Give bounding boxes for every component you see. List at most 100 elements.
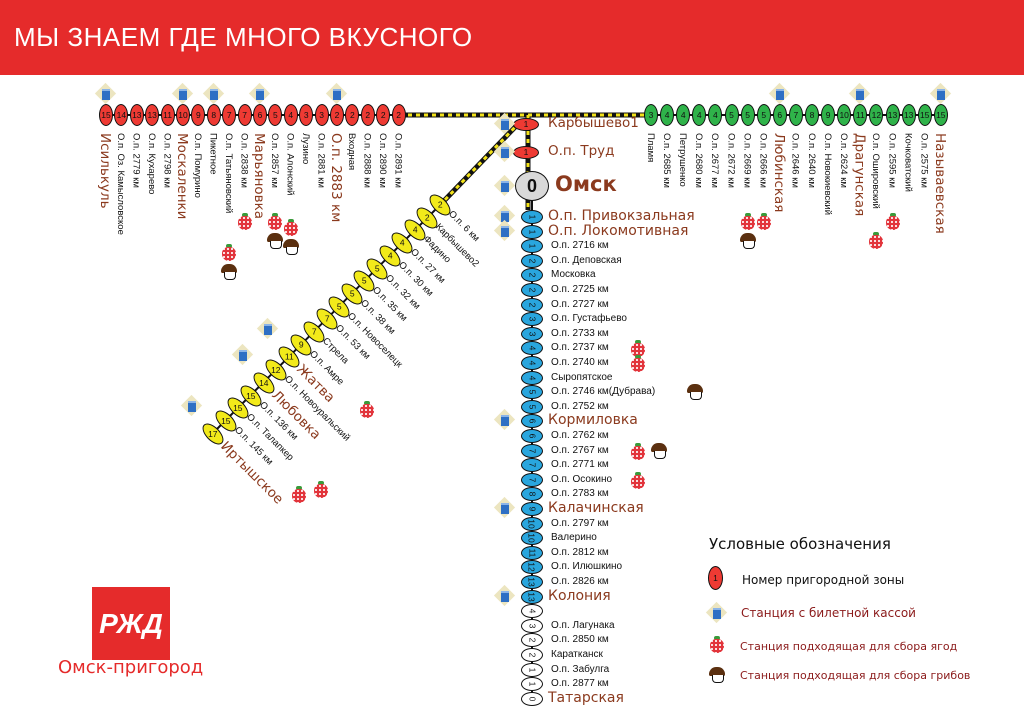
zone-oval: 11	[521, 545, 543, 560]
berry-icon	[313, 481, 328, 499]
berry-icon	[222, 244, 237, 262]
zone-oval: 15	[917, 104, 932, 126]
zone-number: 8	[809, 110, 815, 120]
station-label: О.п. 2680 км	[693, 133, 705, 188]
station-label: О.п. 2727 км	[551, 298, 609, 310]
zone-oval: 13	[129, 104, 144, 126]
berry-icon	[631, 471, 646, 489]
station-label: О.п. 2685 км	[660, 133, 672, 188]
zone-oval: 3	[521, 618, 543, 633]
zone-oval: 1	[513, 117, 539, 131]
station-label: О.п. Татьяновский	[223, 133, 235, 214]
zone-number: 10	[527, 533, 537, 543]
station-label: Петрушенко	[677, 133, 689, 187]
zone-oval: 4	[692, 104, 707, 126]
zone-number-sample: 1	[708, 566, 723, 590]
zone-number: 8	[526, 492, 537, 497]
station-label: О.п. 2838 км	[238, 133, 250, 188]
station-label: О.п. 2890 км	[377, 133, 389, 188]
zone-number: 5	[336, 301, 342, 312]
zone-number: 11	[284, 352, 294, 363]
ticket-office-icon	[203, 84, 225, 104]
zone-number: 3	[526, 331, 537, 337]
zone-number: 4	[526, 608, 537, 614]
zone-number: 0	[526, 696, 537, 702]
zone-number: 13	[903, 110, 914, 120]
berry-icon	[885, 212, 900, 230]
zone-number: 15	[233, 403, 244, 414]
zone-number: 10	[527, 518, 537, 529]
zone-number: 15	[101, 110, 111, 120]
zone-oval: 1	[521, 224, 543, 239]
zone-number: 3	[303, 110, 309, 120]
station-label: Каратканск	[551, 649, 603, 660]
zone-oval: 15	[99, 104, 113, 126]
station-label: О.п. Илюшкино	[551, 561, 623, 573]
zone-number: 1	[523, 147, 529, 157]
station-label: О.п. 2850 км	[551, 634, 609, 646]
berry-icon	[631, 340, 646, 358]
zone-oval: 2	[330, 104, 344, 126]
station-label: О.п. 2666 км	[757, 133, 769, 188]
mushroom-icon	[267, 232, 284, 249]
station-label: Марьяновка	[251, 133, 268, 220]
zone-oval: 4	[521, 370, 543, 385]
zone-oval: 4	[521, 341, 543, 356]
ticket-office-icon	[181, 396, 203, 416]
station-label: Колония	[548, 587, 611, 604]
zone-number: 7	[526, 448, 537, 453]
zone-oval: 11	[853, 104, 868, 126]
station-label: Любинская	[771, 133, 788, 213]
station-label: О.п. 2812 км	[551, 546, 609, 558]
legend-zone: Номер пригородной зоны	[742, 573, 905, 587]
station-label: О.п. 2672 км	[725, 133, 737, 188]
zone-number: 4	[664, 110, 670, 120]
berry-icon	[740, 212, 755, 230]
logo-caption: Омск-пригород	[58, 657, 204, 678]
zone-number: 5	[362, 276, 367, 287]
zone-number: 15	[919, 110, 930, 120]
station-label: Драгунская	[851, 133, 868, 217]
zone-number: 1	[526, 214, 537, 220]
zone-number: 9	[196, 110, 201, 120]
mushroom-icon	[221, 264, 238, 281]
zone-oval: 0	[515, 171, 549, 201]
station-label: О.п. Оширoвский	[870, 133, 882, 209]
zone-oval: 4	[676, 104, 691, 126]
zone-oval: 9	[191, 104, 206, 126]
zone-number: 5	[349, 288, 355, 299]
zone-oval: 12	[869, 104, 884, 126]
zone-number: 6	[777, 110, 783, 120]
zone-oval: 2	[521, 253, 543, 268]
station-label: О.п. 2783 км	[551, 488, 609, 500]
berry-icon	[710, 636, 724, 653]
zone-number: 7	[311, 327, 317, 338]
zone-oval: 1	[521, 239, 543, 254]
zone-number: 17	[208, 428, 218, 439]
zone-oval: 11	[160, 104, 175, 126]
zone-number: 13	[147, 110, 157, 120]
zone-oval: 2	[345, 104, 360, 126]
ticket-office-icon	[494, 498, 516, 518]
zone-number: 4	[412, 225, 418, 236]
legend-title: Условные обозначения	[709, 535, 891, 553]
zone-oval: 4	[521, 356, 543, 370]
zone-oval: 8	[521, 487, 543, 502]
ticket-office-icon	[706, 603, 728, 623]
zone-oval: 4	[283, 104, 298, 126]
station-label: О.п. 2716 км	[551, 240, 609, 252]
station-label-omsk: Омск	[555, 172, 617, 196]
zone-oval: 6	[521, 414, 543, 429]
zone-number: 12	[871, 110, 882, 120]
zone-number: 5	[526, 404, 537, 410]
zone-number: 9	[299, 339, 304, 350]
zone-oval: 13	[145, 104, 160, 126]
station-label: О.п. Кухарево	[146, 133, 158, 195]
station-label: О.п. Новокиевский	[821, 133, 833, 216]
station-label: Пикетное	[207, 133, 219, 175]
legend-kassa: Станция с билетной кассой	[741, 606, 916, 620]
zone-number: 13	[887, 110, 898, 120]
berry-icon	[631, 355, 646, 372]
station-label: О.п. Деповская	[551, 254, 622, 266]
zone-number: 2	[396, 110, 401, 120]
